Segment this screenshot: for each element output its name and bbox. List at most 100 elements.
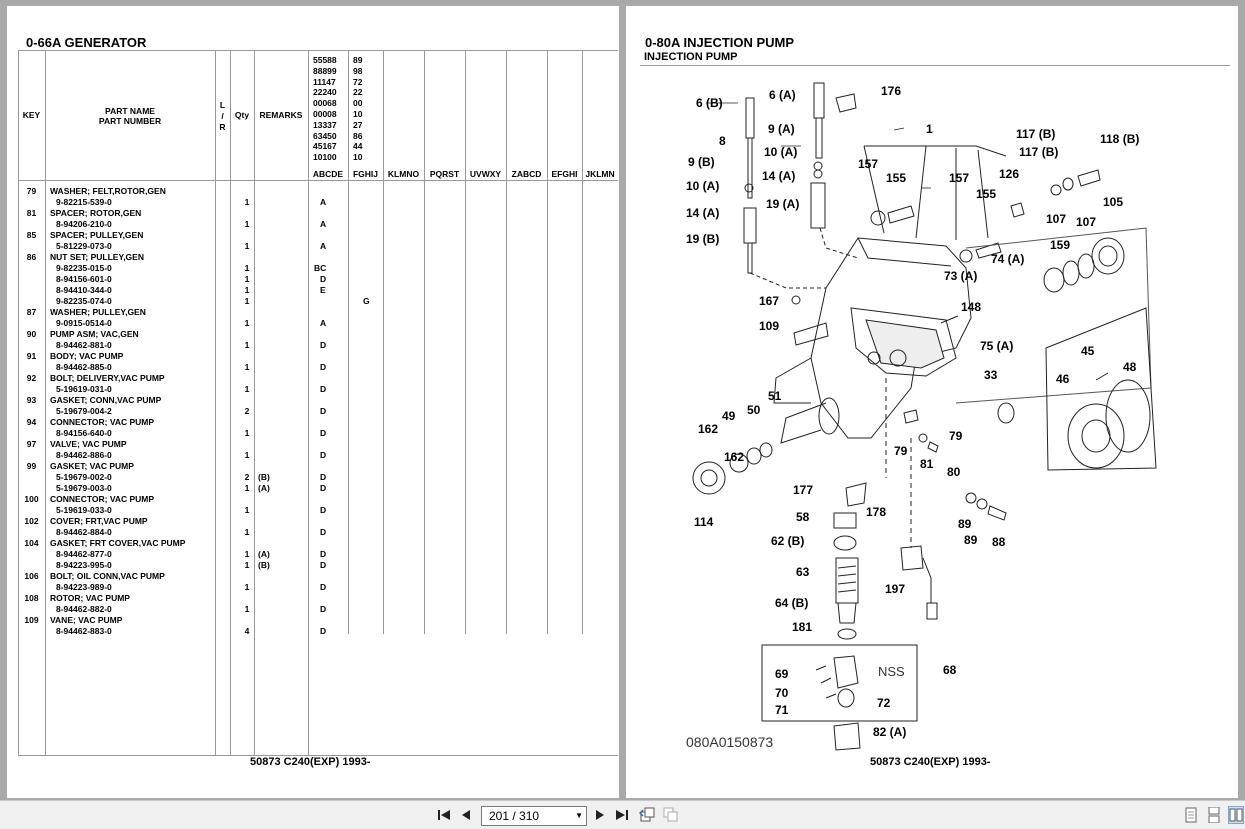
row-code: D: [320, 428, 327, 438]
table-top-border: [18, 50, 618, 51]
page-footer: 50873 C240(EXP) 1993-: [870, 756, 991, 768]
part-name: GASKET; FRT COVER,VAC PUMP: [50, 538, 186, 548]
viewer-toolbar: 201 / 310 ▼: [0, 800, 1245, 829]
row-code: D: [320, 340, 327, 350]
part-callout: 155: [886, 171, 906, 185]
part-name: GASKET; VAC PUMP: [50, 461, 134, 471]
row-qty: 1: [244, 582, 250, 592]
title-rule: [640, 65, 1230, 66]
first-page-button[interactable]: [436, 806, 452, 824]
row-key: 79: [26, 186, 37, 196]
part-callout: 79: [949, 429, 963, 443]
part-callout: 178: [866, 505, 886, 519]
page-number-selector[interactable]: 201 / 310 ▼: [481, 806, 587, 826]
column-divider: [547, 50, 548, 634]
part-number: 8-94410-344-0: [56, 285, 112, 295]
continuous-page-icon: [1208, 807, 1220, 823]
row-code: D: [320, 483, 327, 493]
go-back-view-button[interactable]: [638, 806, 656, 824]
part-name: BOLT; DELIVERY,VAC PUMP: [50, 373, 165, 383]
header-remarks: REMARKS: [259, 110, 303, 120]
part-number: 5-81229-073-0: [56, 241, 112, 251]
part-callout: 148: [961, 300, 981, 314]
parts-table: KEY PART NAME PART NUMBER L / R Qty REMA…: [18, 50, 618, 756]
part-callout: 75 (A): [980, 339, 1013, 353]
row-code: D: [320, 362, 327, 372]
serial-code: 45167: [313, 141, 337, 152]
group-header: PQRST: [429, 169, 460, 179]
part-callout: 10 (A): [764, 145, 797, 159]
row-code: D: [320, 604, 327, 614]
row-key: 94: [26, 417, 37, 427]
group-header: FGHIJ: [352, 169, 379, 179]
row-key: 99: [26, 461, 37, 471]
dropdown-arrow-icon: ▼: [575, 811, 583, 820]
part-name: BOLT; OIL CONN,VAC PUMP: [50, 571, 165, 581]
serial-code: 98: [353, 65, 363, 76]
part-callout: 197: [885, 582, 905, 596]
row-remarks: (A): [258, 483, 270, 493]
part-callout: 70: [775, 686, 789, 700]
row-qty: 1: [244, 285, 250, 295]
part-callout: 9 (B): [688, 155, 715, 169]
facing-pages-view-button[interactable]: [1228, 806, 1244, 824]
row-qty: 1: [244, 527, 250, 537]
part-number: 8-94156-640-0: [56, 428, 112, 438]
row-code: D: [320, 549, 327, 559]
previous-page-button[interactable]: [459, 806, 473, 824]
column-divider: [383, 50, 384, 634]
group-header: ABCDE: [312, 169, 344, 179]
part-callout: 58: [796, 510, 810, 524]
row-qty: 1: [244, 318, 250, 328]
group-header: ZABCD: [511, 169, 542, 179]
part-number: 5-19679-003-0: [56, 483, 112, 493]
row-code: D: [320, 450, 327, 460]
row-qty: 1: [244, 428, 250, 438]
part-callout: 162: [724, 450, 744, 464]
row-code: D: [320, 505, 327, 515]
part-callout: 118 (B): [1100, 132, 1139, 146]
continuous-view-button[interactable]: [1206, 806, 1222, 824]
table-border-left: [18, 50, 19, 756]
part-name: VALVE; VAC PUMP: [50, 439, 127, 449]
part-callout: 89: [958, 517, 972, 531]
row-key: 109: [24, 615, 39, 625]
row-code: D: [320, 274, 327, 284]
part-number: 5-19679-004-2: [56, 406, 112, 416]
column-divider: [215, 50, 216, 756]
part-name: SPACER; ROTOR,GEN: [50, 208, 142, 218]
part-callout: 107: [1046, 212, 1066, 226]
go-forward-view-button[interactable]: [662, 806, 680, 824]
part-callout: 80: [947, 465, 961, 479]
last-page-button[interactable]: [614, 806, 630, 824]
part-name: CONNECTOR; VAC PUMP: [50, 494, 155, 504]
row-code: A: [320, 241, 327, 251]
row-key: 81: [26, 208, 37, 218]
row-qty: 1: [244, 483, 250, 493]
single-page-view-button[interactable]: [1183, 806, 1199, 824]
row-code: A: [320, 197, 327, 207]
header-lr-r: R: [219, 122, 226, 132]
part-number: 9-0915-0514-0: [56, 318, 112, 328]
serial-code: 89: [353, 55, 363, 65]
first-page-icon: [438, 810, 450, 820]
next-page-button[interactable]: [593, 806, 607, 824]
part-callout: 79: [894, 444, 908, 458]
part-callout: 74 (A): [991, 252, 1024, 266]
part-callout: 14 (A): [762, 169, 795, 183]
serial-code: 22: [353, 87, 363, 98]
header-part-name: PART NAME: [105, 106, 155, 116]
page-subtitle: INJECTION PUMP: [644, 51, 738, 63]
row-code: A: [320, 318, 327, 328]
part-callout: 48: [1123, 360, 1137, 374]
row-qty: 1: [244, 560, 250, 570]
row-code-fghij: G: [363, 296, 370, 306]
nss-label: NSS: [878, 664, 905, 679]
